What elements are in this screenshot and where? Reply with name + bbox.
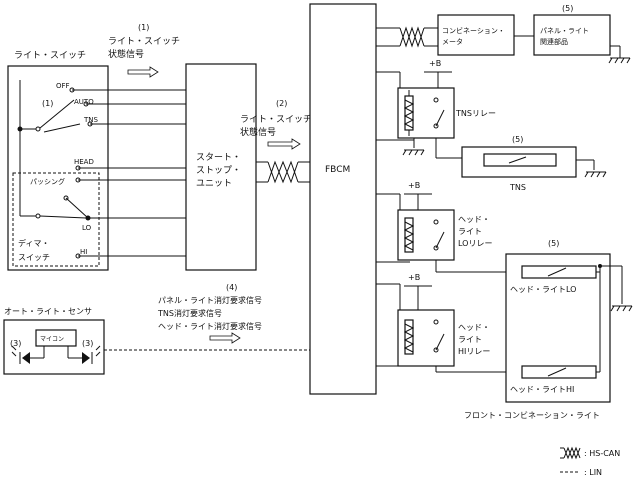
- pos-lo: LO: [82, 224, 92, 232]
- start-stop-unit-label-3: ユニット: [196, 179, 232, 189]
- switch-inner-signal-number: (1): [42, 99, 53, 108]
- dimmer-switch-label-2: スイッチ: [18, 253, 50, 262]
- headlight-hi-relay-box: [397, 309, 455, 367]
- power-b-2: +B: [408, 181, 420, 190]
- start-stop-unit-label-2: ストップ・: [196, 165, 241, 176]
- headlight-hi-relay-label-2: ライト: [458, 335, 482, 344]
- headlight-lo-relay-label-1: ヘッド・: [458, 215, 490, 224]
- dimmer-switch-dashed-box: [12, 172, 100, 267]
- legend-hs-can: : HS-CAN: [584, 449, 620, 458]
- front-combination-light-label: フロント・コンビネーション・ライト: [464, 411, 600, 420]
- signal-2-label-1: ライト・スイッチ: [240, 114, 312, 125]
- combination-meter-label-1: コンビネーション・: [442, 26, 505, 35]
- panel-light-label-2: 関連部品: [540, 37, 568, 46]
- headlight-lo-label: ヘッド・ライトLO: [510, 285, 576, 294]
- dimmer-switch-label-1: ディマ・: [18, 238, 49, 248]
- signal-1-number: (1): [138, 23, 149, 32]
- tns-label: TNS: [509, 183, 526, 192]
- fbcm-box: [309, 3, 377, 395]
- auto-light-sensor-title: オート・ライト・センサ: [4, 307, 92, 316]
- tns-number: (5): [512, 135, 523, 144]
- pos-passing: パッシング: [30, 177, 65, 186]
- pos-head: HEAD: [74, 158, 94, 166]
- photo-sensor-right-icon: [82, 345, 101, 364]
- combination-meter-box: [437, 14, 515, 56]
- start-stop-unit-box: [185, 63, 257, 271]
- pos-auto: AUTO: [74, 98, 94, 106]
- signal-4-label-1: パネル・ライト消灯要求信号: [158, 295, 262, 305]
- legend-lin: : LIN: [584, 468, 602, 477]
- headlight-hi-relay-label-3: HIリレー: [458, 347, 490, 356]
- microcomputer-box: [35, 329, 77, 347]
- headlight-lo-bulb-icon: [521, 265, 597, 279]
- start-stop-unit-label-1: スタート・: [196, 152, 241, 163]
- headlight-hi-bulb-icon: [521, 365, 597, 379]
- tns-bulb-icon: [483, 153, 557, 167]
- signal-4-number: (4): [226, 283, 237, 292]
- signal-2-label-2: 状態信号: [240, 126, 276, 138]
- signal-2-arrow-icon: [267, 138, 301, 150]
- hs-can-twist-1-b: [267, 160, 299, 184]
- sensor-right-number: (3): [82, 339, 93, 348]
- signal-1-arrow-icon: [127, 66, 159, 78]
- auto-light-sensor-box: [3, 319, 105, 375]
- light-switch-title: ライト・スイッチ: [14, 50, 86, 61]
- ground-icon: [608, 57, 631, 64]
- ground-icon-tns: [584, 171, 607, 178]
- hs-can-twist-2-a: [399, 26, 425, 48]
- signal-4-arrow-icon: [209, 332, 241, 344]
- headlight-lo-relay-label-3: LOリレー: [458, 239, 492, 248]
- power-b-1: +B: [429, 59, 441, 68]
- combination-meter-label-2: メータ: [442, 37, 463, 46]
- ground-icon-tns-relay: [402, 149, 425, 156]
- signal-4-label-2: TNS消灯要求信号: [157, 308, 222, 318]
- legend-hs-can-icon: [560, 446, 581, 460]
- fbcm-label: FBCM: [325, 165, 350, 175]
- panel-light-box: [533, 14, 611, 56]
- tns-relay-label: TNSリレー: [455, 109, 496, 118]
- microcomputer-label: マイコン: [40, 336, 64, 343]
- pos-hi: HI: [80, 248, 87, 256]
- sensor-left-number: (3): [10, 339, 21, 348]
- front-combination-number: (5): [548, 239, 559, 248]
- photo-sensor-left-icon: [11, 345, 30, 364]
- panel-light-label-1: パネル・ライト: [540, 27, 589, 35]
- hs-can-twist-1-a: [267, 160, 299, 184]
- signal-1-label-2: 状態信号: [108, 48, 144, 60]
- signal-4-label-3: ヘッド・ライト消灯要求信号: [158, 321, 262, 331]
- hs-can-twist-2-b: [399, 26, 425, 48]
- headlight-lo-relay-label-2: ライト: [458, 227, 482, 236]
- panel-light-number: (5): [562, 4, 573, 13]
- headlight-hi-relay-label-1: ヘッド・: [458, 323, 490, 332]
- signal-2-number: (2): [276, 99, 287, 108]
- ground-icon-headlight: [610, 305, 633, 312]
- pos-off: OFF: [56, 82, 70, 90]
- signal-1-label-1: ライト・スイッチ: [108, 36, 180, 47]
- headlight-hi-label: ヘッド・ライトHI: [510, 385, 574, 394]
- pos-tns: TNS: [83, 116, 99, 124]
- power-b-3: +B: [408, 273, 420, 282]
